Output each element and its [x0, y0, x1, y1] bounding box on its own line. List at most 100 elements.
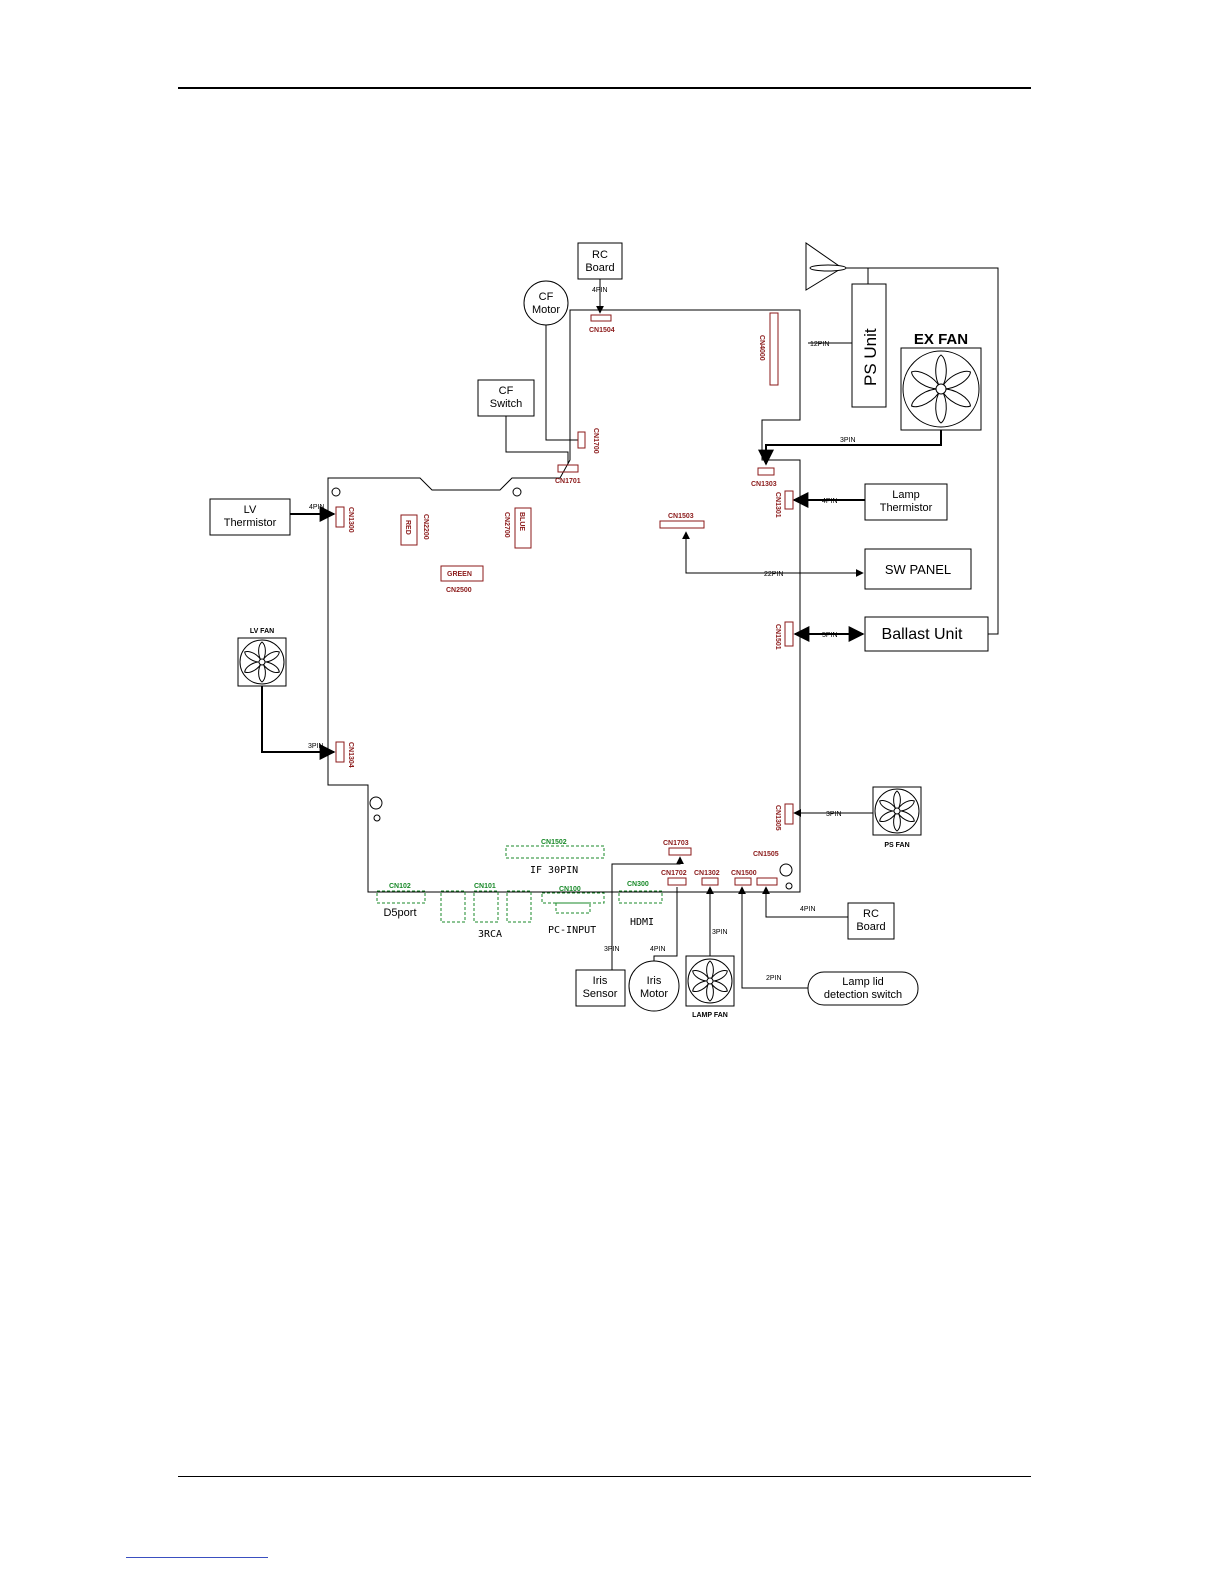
sw-panel-label: SW PANEL: [885, 562, 951, 577]
cn1301-connector: [784, 490, 794, 510]
lamp-fan-icon: [685, 955, 735, 1007]
lamp-thermistor-box: [864, 483, 948, 521]
red-label: RED: [404, 520, 411, 535]
pin-lamp-fan: 3PIN: [712, 929, 728, 936]
lamp-lid-switch-label: detection switch: [824, 989, 902, 1001]
lv-fan-label: LV FAN: [250, 628, 274, 635]
cn2500-label: CN2500: [446, 587, 472, 594]
cn1302-connector: [701, 877, 719, 886]
pin-iris-motor: 4PIN: [650, 946, 666, 953]
lamp-thermistor-label: Lamp: [892, 489, 920, 501]
cn1702-connector: [667, 877, 687, 886]
cn1502-connector: [505, 845, 605, 859]
cn1303-connector: [757, 467, 775, 476]
mounting-hole: [512, 487, 522, 497]
main-board-outline: [327, 309, 801, 893]
footer-link-underline: [126, 1557, 268, 1558]
cn100-label: CN100: [559, 886, 581, 893]
cn1703-connector: [668, 847, 692, 856]
pin-rc-bottom: 4PIN: [800, 906, 816, 913]
cn1300-label: CN1300: [347, 507, 354, 533]
mounting-hole: [369, 796, 383, 810]
cn100-connector: [541, 892, 605, 904]
cn1304-label: CN1304: [347, 742, 354, 768]
blue-panel-connector: [514, 507, 532, 549]
pin-lv-fan: 3PIN: [308, 743, 324, 750]
ex-fan-icon: [900, 347, 982, 431]
cf-motor-label: CF: [539, 291, 554, 303]
hdmi-label: HDMI: [630, 917, 654, 928]
cn1300-connector: [335, 506, 345, 528]
pin-lamp-thermistor: 4PIN: [822, 498, 838, 505]
cf-switch-label: CF: [499, 385, 514, 397]
green-panel-connector: [440, 565, 484, 582]
lamp-thermistor-label: Thermistor: [880, 502, 933, 514]
rca3-label: 3RCA: [478, 929, 502, 940]
lv-thermistor-box: [209, 498, 291, 536]
iris-sensor-box: [575, 969, 626, 1007]
cn1701-label: CN1701: [555, 478, 581, 485]
header-rule: [178, 87, 1031, 89]
rc-board-bottom-box: [847, 902, 895, 940]
wire-lv-fan: [261, 686, 336, 760]
pin-lamp-lid: 2PIN: [766, 975, 782, 982]
cf-switch-box: [477, 379, 535, 417]
cn4000-connector: [769, 312, 779, 386]
cn1701-connector: [557, 464, 579, 473]
sw-panel-box: [864, 548, 972, 590]
rc-board-top-box: [577, 242, 623, 280]
cn1305-label: CN1305: [774, 805, 781, 831]
cn102-connector: [376, 890, 426, 904]
cn300-label: CN300: [627, 881, 649, 888]
cn1702-label: CN1702: [661, 870, 687, 877]
cn101-label: CN101: [474, 883, 496, 890]
pin-ps-fan: 3PIN: [826, 811, 842, 818]
cn1501-connector: [784, 621, 794, 647]
mounting-hole: [785, 882, 793, 890]
lv-fan-icon: [237, 637, 287, 687]
cn1505-label: CN1505: [753, 851, 779, 858]
wire-lamp-lid: [738, 886, 808, 989]
if30pin-label: IF 30PIN: [530, 865, 578, 876]
wire-lamp-ballast: [846, 267, 999, 635]
pin-lv-thermistor: 4PIN: [309, 504, 325, 511]
rc-board-top-label: RC: [592, 249, 608, 261]
ps-unit-label: PS Unit: [861, 328, 880, 386]
blue-label: BLUE: [518, 512, 525, 531]
cn1504-label: CN1504: [589, 327, 615, 334]
cn1303-label: CN1303: [751, 481, 777, 488]
ps-unit-box: [851, 283, 887, 408]
cn1503-label: CN1503: [668, 513, 694, 520]
cn1700-label: CN1700: [592, 428, 599, 454]
green-label: GREEN: [447, 571, 472, 578]
iris-sensor-label: Iris: [593, 975, 608, 987]
pin-ex-fan: 3PIN: [840, 437, 856, 444]
ex-fan-label: EX FAN: [914, 331, 968, 348]
cn1703-label: CN1703: [663, 840, 689, 847]
rca-jack-3: [506, 890, 532, 923]
wire-iris-motor: [653, 887, 678, 961]
pin-ballast: 5PIN: [822, 632, 838, 639]
ps-fan-label: PS FAN: [884, 842, 909, 849]
pin-ps-unit: 12PIN: [810, 341, 829, 348]
rc-board-top-label: Board: [585, 262, 614, 274]
ps-fan-icon: [872, 786, 922, 836]
cn102-label: CN102: [389, 883, 411, 890]
d5port-label: D5port: [383, 907, 416, 919]
wire-sw-panel: [682, 531, 864, 577]
iris-motor-label: Iris: [647, 975, 662, 987]
rc-board-bottom-label: Board: [856, 921, 885, 933]
cn300-connector: [618, 890, 663, 904]
cn4000-label: CN4000: [758, 335, 765, 361]
lamp-bulb: [809, 264, 847, 272]
mounting-hole: [331, 487, 341, 497]
footer-rule: [178, 1476, 1031, 1477]
cn1505-connector: [756, 877, 778, 886]
cn1502-label: CN1502: [541, 839, 567, 846]
cf-motor-circle: [523, 280, 569, 326]
mounting-hole: [373, 814, 381, 822]
rc-board-bottom-label: RC: [863, 908, 879, 920]
cn1305-connector: [784, 803, 794, 825]
cf-switch-label: Switch: [490, 398, 522, 410]
